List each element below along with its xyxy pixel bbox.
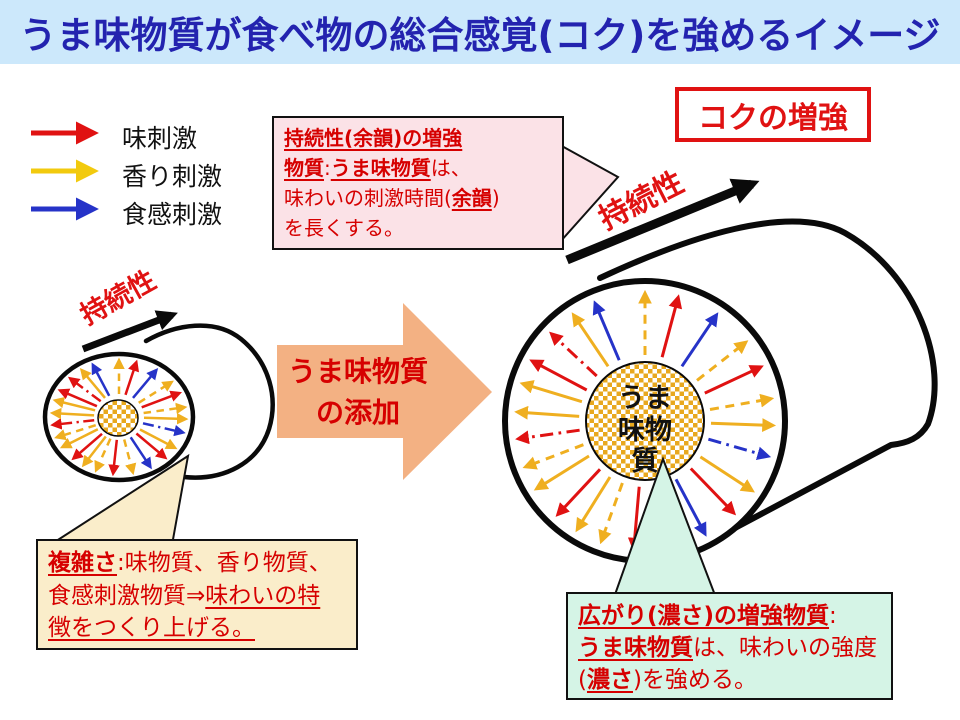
stimulus-arrow-yellow-dashed	[522, 443, 584, 470]
stimulus-arrow-yellow-solid	[519, 380, 583, 404]
text-segment: 複雑さ	[48, 550, 117, 576]
stimulus-arrow-blue-solid	[129, 436, 152, 470]
stimulus-arrow-yellow-solid	[710, 418, 777, 432]
stimulus-arrow-red-solid	[529, 359, 588, 392]
umami-core-label-line2: 味物	[618, 415, 672, 446]
text-segment: うま味物質	[330, 156, 431, 180]
stimulus-arrow-red-solid	[108, 439, 120, 477]
persistence-arrow-small	[81, 310, 178, 353]
legend-label-taste: 味刺激	[122, 124, 198, 153]
stimulus-arrow-red-solid	[555, 468, 602, 517]
stimulus-arrow-yellow-dashed	[122, 439, 137, 476]
large-cylinder-body	[597, 218, 938, 565]
persistence-arrow-large	[565, 178, 760, 265]
stimulus-arrow-red-solid	[660, 294, 683, 358]
stimulus-arrow-blue-solid	[132, 367, 159, 399]
stimulus-arrow-red-solid	[57, 388, 98, 408]
stimulus-arrow-yellow-dashed	[696, 340, 749, 382]
text-segment: を長くする。	[284, 216, 404, 240]
stimulus-arrow-blue-dashdot	[707, 437, 772, 460]
stimulus-arrow-blue-solid	[680, 312, 719, 368]
complexity-callout: 複雑さ:味物質、香り物質、 食感刺激物質⇒味わいの特 徴をつくり上げる。	[36, 539, 358, 650]
persistence-callout: 持続性(余韻)の増強 物質:うま味物質は、 味わいの刺激時間(余韻) を長くする…	[272, 116, 564, 250]
stimulus-arrow-yellow-dashed	[598, 482, 624, 545]
title-bar: うま味物質が食べ物の総合感覚(コク)を強めるイメージ	[0, 0, 960, 64]
text-segment: :	[324, 156, 331, 180]
stimulus-arrow-blue-solid	[91, 362, 111, 397]
small-umami-core	[97, 399, 139, 437]
stimulus-arrow-yellow-solid	[49, 407, 95, 420]
stimulus-arrow-blue-solid	[674, 478, 707, 537]
stimulus-arrow-yellow-dashed	[54, 424, 97, 441]
legend-label-aroma: 香り刺激	[122, 162, 223, 191]
stimulus-arrow-red-dashdot	[515, 428, 580, 445]
stimulus-arrow-yellow-dashed	[138, 380, 174, 404]
koku-enhancement-label: コクの増強	[698, 100, 848, 136]
text-segment: 味わいの刺激時間(	[284, 186, 452, 210]
stimulus-arrow-yellow-solid	[139, 428, 178, 450]
text-segment: 味わいの特 徴をつくり上げる。	[48, 582, 321, 642]
legend-label-texture: 食感刺激	[122, 200, 223, 229]
umami-addition-label-line2: の添加	[315, 395, 400, 429]
stimulus-arrow-yellow-solid	[514, 405, 580, 420]
text-segment: 持続性(余韻)の増強 物質	[284, 126, 463, 180]
spread-callout: 広がり(濃さ)の増強物質: うま味物質は、味わいの強度 (濃さ)を強める。	[566, 592, 893, 700]
stimulus-arrow-red-solid	[71, 432, 103, 461]
text-segment: :	[829, 603, 837, 629]
stimulus-arrow-yellow-dashed	[143, 402, 188, 415]
text-segment: :味物質、香り物質、 食感刺激物質⇒	[48, 550, 332, 609]
stimulus-arrow-red-solid	[124, 359, 140, 396]
stimulus-arrow-red-dashdot	[67, 376, 102, 403]
stimulus-arrow-red-dashdot	[50, 418, 95, 430]
text-segment: 広がり(濃さ)の増強物質	[578, 603, 830, 629]
umami-addition-arrow	[277, 303, 492, 480]
stimulus-arrow-yellow-solid	[81, 435, 107, 468]
stimulus-arrow-yellow-solid	[59, 428, 99, 449]
stimulus-arrow-yellow-solid	[533, 454, 590, 491]
stimulus-arrow-yellow-solid	[575, 476, 612, 533]
umami-addition-label: うま味物質 の添加	[268, 352, 448, 433]
stimulus-arrow-yellow-dashed	[94, 438, 112, 473]
umami-addition-label-line1: うま味物質	[287, 355, 428, 388]
stimulus-arrow-red-solid	[704, 365, 764, 395]
stimulus-arrow-blue-solid	[592, 300, 621, 361]
large-umami-core	[585, 361, 705, 481]
small-cylinder-body	[143, 323, 275, 480]
umami-core-label-line1: うま	[618, 383, 672, 414]
umami-core-label-line3: 質	[632, 446, 659, 477]
stimulus-arrow-yellow-solid	[699, 455, 755, 493]
koku-enhancement-box: コクの増強	[675, 87, 871, 142]
text-segment: うま味物質	[578, 635, 693, 662]
text-segment: 濃さ	[586, 667, 633, 694]
stimulus-arrow-blue-dashdot	[142, 422, 186, 437]
stimulus-arrow-yellow-solid	[143, 413, 189, 425]
text-segment: )を強める。	[632, 667, 757, 694]
stimulus-arrow-yellow-solid	[52, 396, 96, 412]
stimulus-arrow-yellow-dashed	[709, 393, 775, 411]
stimulus-arrow-red-solid	[689, 467, 737, 516]
text-segment: 余韻	[451, 186, 492, 210]
stimulus-arrow-yellow-solid	[571, 312, 610, 368]
small-stimulus-arrows	[49, 357, 189, 477]
text-segment: )	[491, 186, 500, 210]
text-segment: は、味わいの強度 (	[578, 635, 877, 694]
page-title: うま味物質が食べ物の総合感覚(コク)を強めるイメージ	[19, 14, 941, 57]
stimulus-arrow-red-solid	[141, 390, 183, 409]
stimulus-arrow-yellow-solid	[79, 367, 106, 399]
text-segment: は、	[430, 156, 471, 180]
stimulus-arrow-red-dashdot	[549, 331, 598, 378]
stimulus-arrow-red-solid	[135, 432, 168, 460]
